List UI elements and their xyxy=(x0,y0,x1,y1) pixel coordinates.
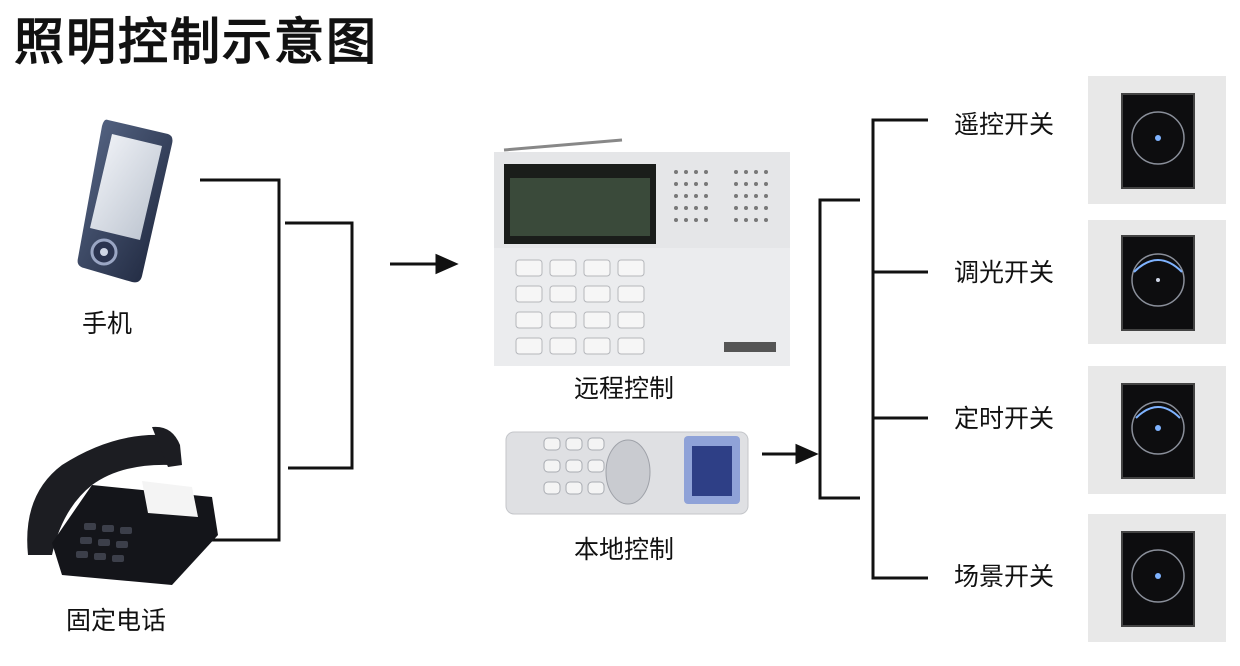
dimmer-switch-panel-image xyxy=(1088,220,1226,344)
merge-connector xyxy=(285,221,354,470)
switch-label-remote: 遥控开关 xyxy=(954,110,1055,139)
mobile-label: 手机 xyxy=(82,309,133,338)
arrow-to-switches xyxy=(795,443,819,465)
switch-label-timer: 定时开关 xyxy=(954,404,1055,433)
landline-phone-image xyxy=(27,426,218,585)
local-remote-image xyxy=(505,431,749,515)
remote-control-label: 远程控制 xyxy=(574,374,675,403)
scene-switch-panel-image xyxy=(1088,514,1226,642)
arrow-to-controller xyxy=(435,253,459,275)
remote-control-unit-image xyxy=(494,138,790,366)
phone-connector xyxy=(200,178,281,542)
landline-label: 固定电话 xyxy=(66,606,167,635)
local-control-label: 本地控制 xyxy=(574,535,675,564)
switch-label-dimmer: 调光开关 xyxy=(954,258,1055,287)
switch-label-scene: 场景开关 xyxy=(954,562,1055,591)
switch-bracket xyxy=(871,118,928,580)
mobile-phone-image xyxy=(77,119,173,283)
diagram-title: 照明控制示意图 xyxy=(14,13,378,71)
controller-connector xyxy=(818,198,860,500)
remote-switch-panel-image xyxy=(1088,76,1226,204)
timer-switch-panel-image xyxy=(1088,366,1226,494)
